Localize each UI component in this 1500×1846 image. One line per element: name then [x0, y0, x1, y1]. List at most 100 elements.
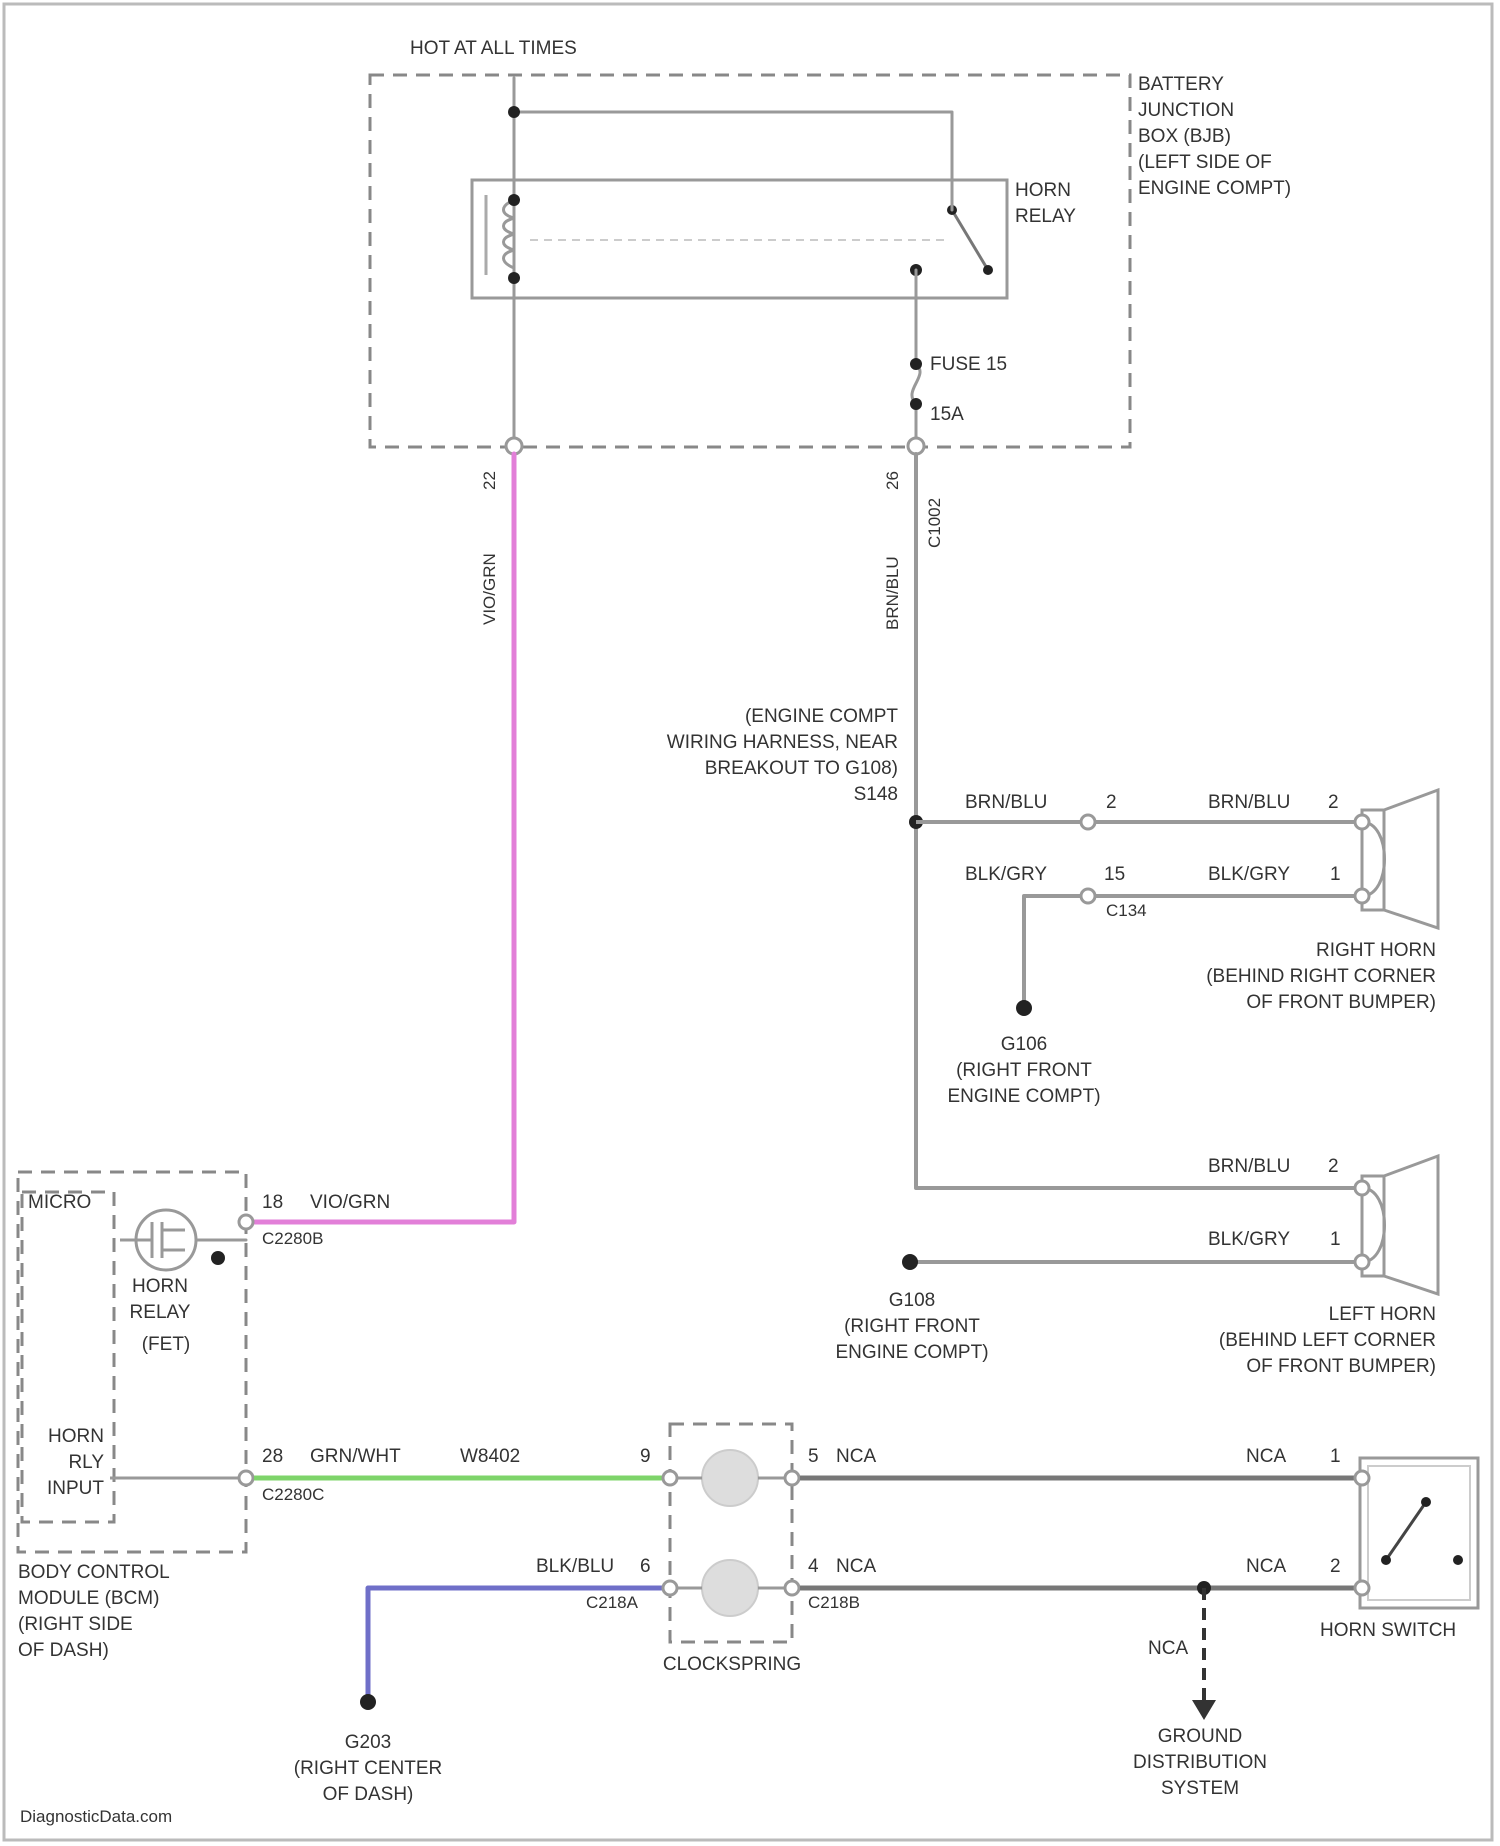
c218a-label: C218A: [586, 1593, 639, 1612]
clockspring-coil-lower-icon: [702, 1560, 758, 1616]
svg-text:GROUND: GROUND: [1158, 1726, 1242, 1747]
c2280b-label: C2280B: [262, 1229, 323, 1248]
bjb-pin-26: [908, 438, 924, 454]
svg-text:BOX (BJB): BOX (BJB): [1138, 126, 1231, 147]
c1002-label: C1002: [925, 498, 944, 548]
right-horn-brn-blu-right: BRN/BLU: [1208, 792, 1290, 813]
c2280c-label: C2280C: [262, 1485, 324, 1504]
bcm-label: BODY CONTROL MODULE (BCM) (RIGHT SIDE OF…: [18, 1562, 170, 1661]
horn-switch-nca-upper: NCA: [1246, 1446, 1286, 1467]
pin-22-label: 22: [480, 471, 499, 490]
left-horn-label: LEFT HORN (BEHIND LEFT CORNER OF FRONT B…: [1219, 1304, 1436, 1377]
hot-at-all-times-label: HOT AT ALL TIMES: [410, 38, 577, 59]
right-horn-blk-gry-right: BLK/GRY: [1208, 864, 1290, 885]
horn-rly-input-label: HORN RLY INPUT: [47, 1426, 104, 1499]
svg-text:ENGINE COMPT): ENGINE COMPT): [835, 1342, 988, 1363]
svg-text:DISTRIBUTION: DISTRIBUTION: [1133, 1752, 1267, 1773]
svg-text:BATTERY: BATTERY: [1138, 74, 1224, 95]
left-horn-icon: [1355, 1156, 1438, 1294]
horn-switch-icon: [1355, 1458, 1478, 1608]
ground-nca-label: NCA: [1148, 1638, 1188, 1659]
svg-text:RLY: RLY: [68, 1452, 104, 1473]
clockspring-pin-9-label: 9: [640, 1446, 651, 1467]
c134-label: C134: [1106, 901, 1147, 920]
bcm-pin-28: [239, 1471, 253, 1485]
clockspring-pin-4-label: 4: [808, 1556, 819, 1577]
right-horn-pin-2-left: 2: [1106, 792, 1117, 813]
right-horn-blk-gry-left: BLK/GRY: [965, 864, 1047, 885]
clockspring-pin-9: [663, 1471, 677, 1485]
g108-label: G108 (RIGHT FRONT ENGINE COMPT): [835, 1290, 988, 1363]
bcm-pin-18: [239, 1215, 253, 1229]
svg-text:JUNCTION: JUNCTION: [1138, 100, 1234, 121]
right-horn-pin-1: 1: [1330, 864, 1341, 885]
left-horn-pin-2: 2: [1328, 1156, 1339, 1177]
right-horn-pin-2-right: 2: [1328, 792, 1339, 813]
svg-text:S148: S148: [854, 784, 898, 805]
left-horn-brn-blu: BRN/BLU: [1208, 1156, 1290, 1177]
grn-wht-label: GRN/WHT: [310, 1446, 401, 1467]
svg-text:MODULE (BCM): MODULE (BCM): [18, 1588, 159, 1609]
battery-junction-box: [370, 75, 1130, 447]
brn-blu-vertical-label: BRN/BLU: [883, 556, 902, 630]
svg-text:(LEFT SIDE OF: (LEFT SIDE OF: [1138, 152, 1272, 173]
svg-text:BREAKOUT TO G108): BREAKOUT TO G108): [705, 758, 898, 779]
bjb-label: BATTERY JUNCTION BOX (BJB) (LEFT SIDE OF…: [1138, 74, 1291, 199]
svg-text:RIGHT HORN: RIGHT HORN: [1316, 940, 1436, 961]
right-horn-brn-blu-left: BRN/BLU: [965, 792, 1047, 813]
fuse-label: FUSE 15: [930, 354, 1007, 375]
svg-text:ENGINE COMPT): ENGINE COMPT): [1138, 178, 1291, 199]
micro-label: MICRO: [28, 1192, 91, 1213]
fuse-wire: [912, 270, 920, 440]
svg-text:(FET): (FET): [142, 1334, 191, 1355]
horn-switch-pin-1-label: 1: [1330, 1446, 1341, 1467]
vio-grn-vertical-label: VIO/GRN: [480, 553, 499, 625]
vio-grn-wire: [246, 454, 514, 1222]
left-horn-pin-1: 1: [1330, 1229, 1341, 1250]
fuse-amp-label: 15A: [930, 404, 964, 425]
svg-text:G106: G106: [1001, 1034, 1047, 1055]
svg-text:BODY CONTROL: BODY CONTROL: [18, 1562, 170, 1583]
splice-s148-label: (ENGINE COMPT WIRING HARNESS, NEAR BREAK…: [667, 706, 899, 805]
clockspring-label: CLOCKSPRING: [663, 1654, 801, 1675]
left-horn-blk-gry: BLK/GRY: [1208, 1229, 1290, 1250]
svg-text:HORN: HORN: [48, 1426, 104, 1447]
source-note: DiagnosticData.com: [20, 1807, 172, 1826]
c134-pin-2: [1081, 815, 1095, 829]
svg-text:G108: G108: [889, 1290, 935, 1311]
bjb-feed-wire: [514, 78, 952, 210]
svg-text:OF FRONT BUMPER): OF FRONT BUMPER): [1246, 992, 1436, 1013]
splice-w8402-label: W8402: [460, 1446, 520, 1467]
svg-text:OF DASH): OF DASH): [18, 1640, 109, 1661]
svg-text:SYSTEM: SYSTEM: [1161, 1778, 1239, 1799]
svg-text:(BEHIND LEFT CORNER: (BEHIND LEFT CORNER: [1219, 1330, 1436, 1351]
right-horn-pin-15: 15: [1104, 864, 1125, 885]
c218b-label: C218B: [808, 1593, 860, 1612]
horn-switch-label: HORN SWITCH: [1320, 1620, 1456, 1641]
horn-relay-label: HORN RELAY: [1015, 180, 1076, 227]
relay-coil-icon: [504, 200, 515, 268]
g106-label: G106 (RIGHT FRONT ENGINE COMPT): [947, 1034, 1100, 1107]
ground-arrow-icon: [1192, 1700, 1216, 1720]
svg-text:(BEHIND RIGHT CORNER: (BEHIND RIGHT CORNER: [1206, 966, 1436, 987]
svg-text:WIRING HARNESS, NEAR: WIRING HARNESS, NEAR: [667, 732, 898, 753]
svg-text:(RIGHT FRONT: (RIGHT FRONT: [844, 1316, 980, 1337]
ground-distribution-label: GROUND DISTRIBUTION SYSTEM: [1133, 1726, 1267, 1799]
bcm-pin-28-label: 28: [262, 1446, 283, 1467]
svg-text:(ENGINE COMPT: (ENGINE COMPT: [745, 706, 898, 727]
svg-text:HORN: HORN: [1015, 180, 1071, 201]
svg-text:INPUT: INPUT: [47, 1478, 104, 1499]
svg-text:LEFT HORN: LEFT HORN: [1329, 1304, 1436, 1325]
clockspring-nca-upper: NCA: [836, 1446, 876, 1467]
g108-ground-icon: [902, 1254, 918, 1270]
svg-text:G203: G203: [345, 1732, 391, 1753]
svg-text:RELAY: RELAY: [1015, 206, 1076, 227]
horn-switch-nca-lower: NCA: [1246, 1556, 1286, 1577]
g203-ground-icon: [360, 1694, 376, 1710]
clockspring-nca-lower: NCA: [836, 1556, 876, 1577]
clockspring-pin-4: [785, 1581, 799, 1595]
svg-text:(RIGHT FRONT: (RIGHT FRONT: [956, 1060, 1092, 1081]
svg-text:HORN: HORN: [132, 1276, 188, 1297]
pin-26-label: 26: [883, 471, 902, 490]
